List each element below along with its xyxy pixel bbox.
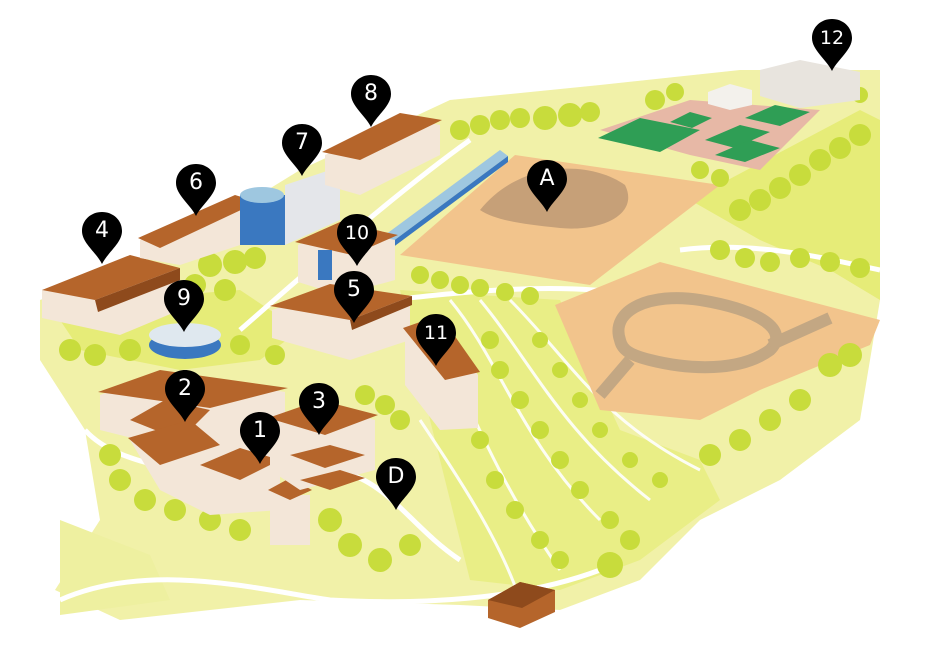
map-pin-icon: [299, 383, 339, 435]
marker-label: 1: [253, 418, 267, 443]
marker-label: 3: [312, 389, 326, 414]
marker-label: 10: [344, 222, 370, 244]
building-8: [322, 113, 442, 195]
map-pin-icon: [176, 164, 216, 216]
marker-label: 12: [819, 27, 845, 49]
map-pin-icon: [240, 412, 280, 464]
marker-label: 6: [189, 170, 203, 195]
marker-4[interactable]: 4: [82, 212, 122, 264]
marker-12[interactable]: 12: [812, 19, 852, 71]
marker-2[interactable]: 2: [165, 370, 205, 422]
map-pin-icon: [282, 124, 322, 176]
building-12-group: [708, 60, 860, 110]
building-9: [149, 323, 221, 359]
marker-label: D: [387, 464, 405, 489]
marker-6[interactable]: 6: [176, 164, 216, 216]
marker-label: A: [539, 166, 555, 191]
tennis-court-2: [705, 125, 770, 148]
marker-d[interactable]: D: [376, 458, 416, 510]
map-pin-icon: [337, 214, 377, 266]
tennis-court-4: [715, 140, 780, 162]
track-straight: [595, 312, 833, 399]
building-4: [42, 255, 180, 335]
map-pin-icon: [334, 271, 374, 323]
marker-9[interactable]: 9: [164, 280, 204, 332]
map-pin-icon: [527, 160, 567, 212]
marker-label: 4: [95, 218, 109, 243]
marker-label: 8: [364, 81, 378, 106]
marker-3[interactable]: 3: [299, 383, 339, 435]
marker-label: 11: [423, 322, 449, 344]
marker-label: 7: [295, 130, 309, 155]
marker-label: 9: [177, 286, 191, 311]
marker-11[interactable]: 11: [416, 314, 456, 366]
marker-5[interactable]: 5: [334, 271, 374, 323]
tennis-court-5: [670, 112, 712, 128]
building-6: [138, 195, 258, 265]
marker-label: 5: [347, 277, 361, 302]
tennis-court-3: [745, 105, 810, 126]
building-bottom: [488, 582, 555, 628]
marker-10[interactable]: 10: [337, 214, 377, 266]
map-pin-icon: [812, 19, 852, 71]
marker-8[interactable]: 8: [351, 75, 391, 127]
marker-label: 2: [178, 376, 192, 401]
map-pin-icon: [165, 370, 205, 422]
trees: [59, 83, 871, 578]
map-pin-icon: [376, 458, 416, 510]
tennis-court-1: [598, 118, 700, 152]
grandstand: [385, 150, 508, 248]
building-7: [240, 170, 340, 245]
map-pin-icon: [164, 280, 204, 332]
map-pin-icon: [416, 314, 456, 366]
map-pin-icon: [351, 75, 391, 127]
marker-7[interactable]: 7: [282, 124, 322, 176]
map-pin-icon: [82, 212, 122, 264]
marker-a[interactable]: A: [527, 160, 567, 212]
marker-1[interactable]: 1: [240, 412, 280, 464]
